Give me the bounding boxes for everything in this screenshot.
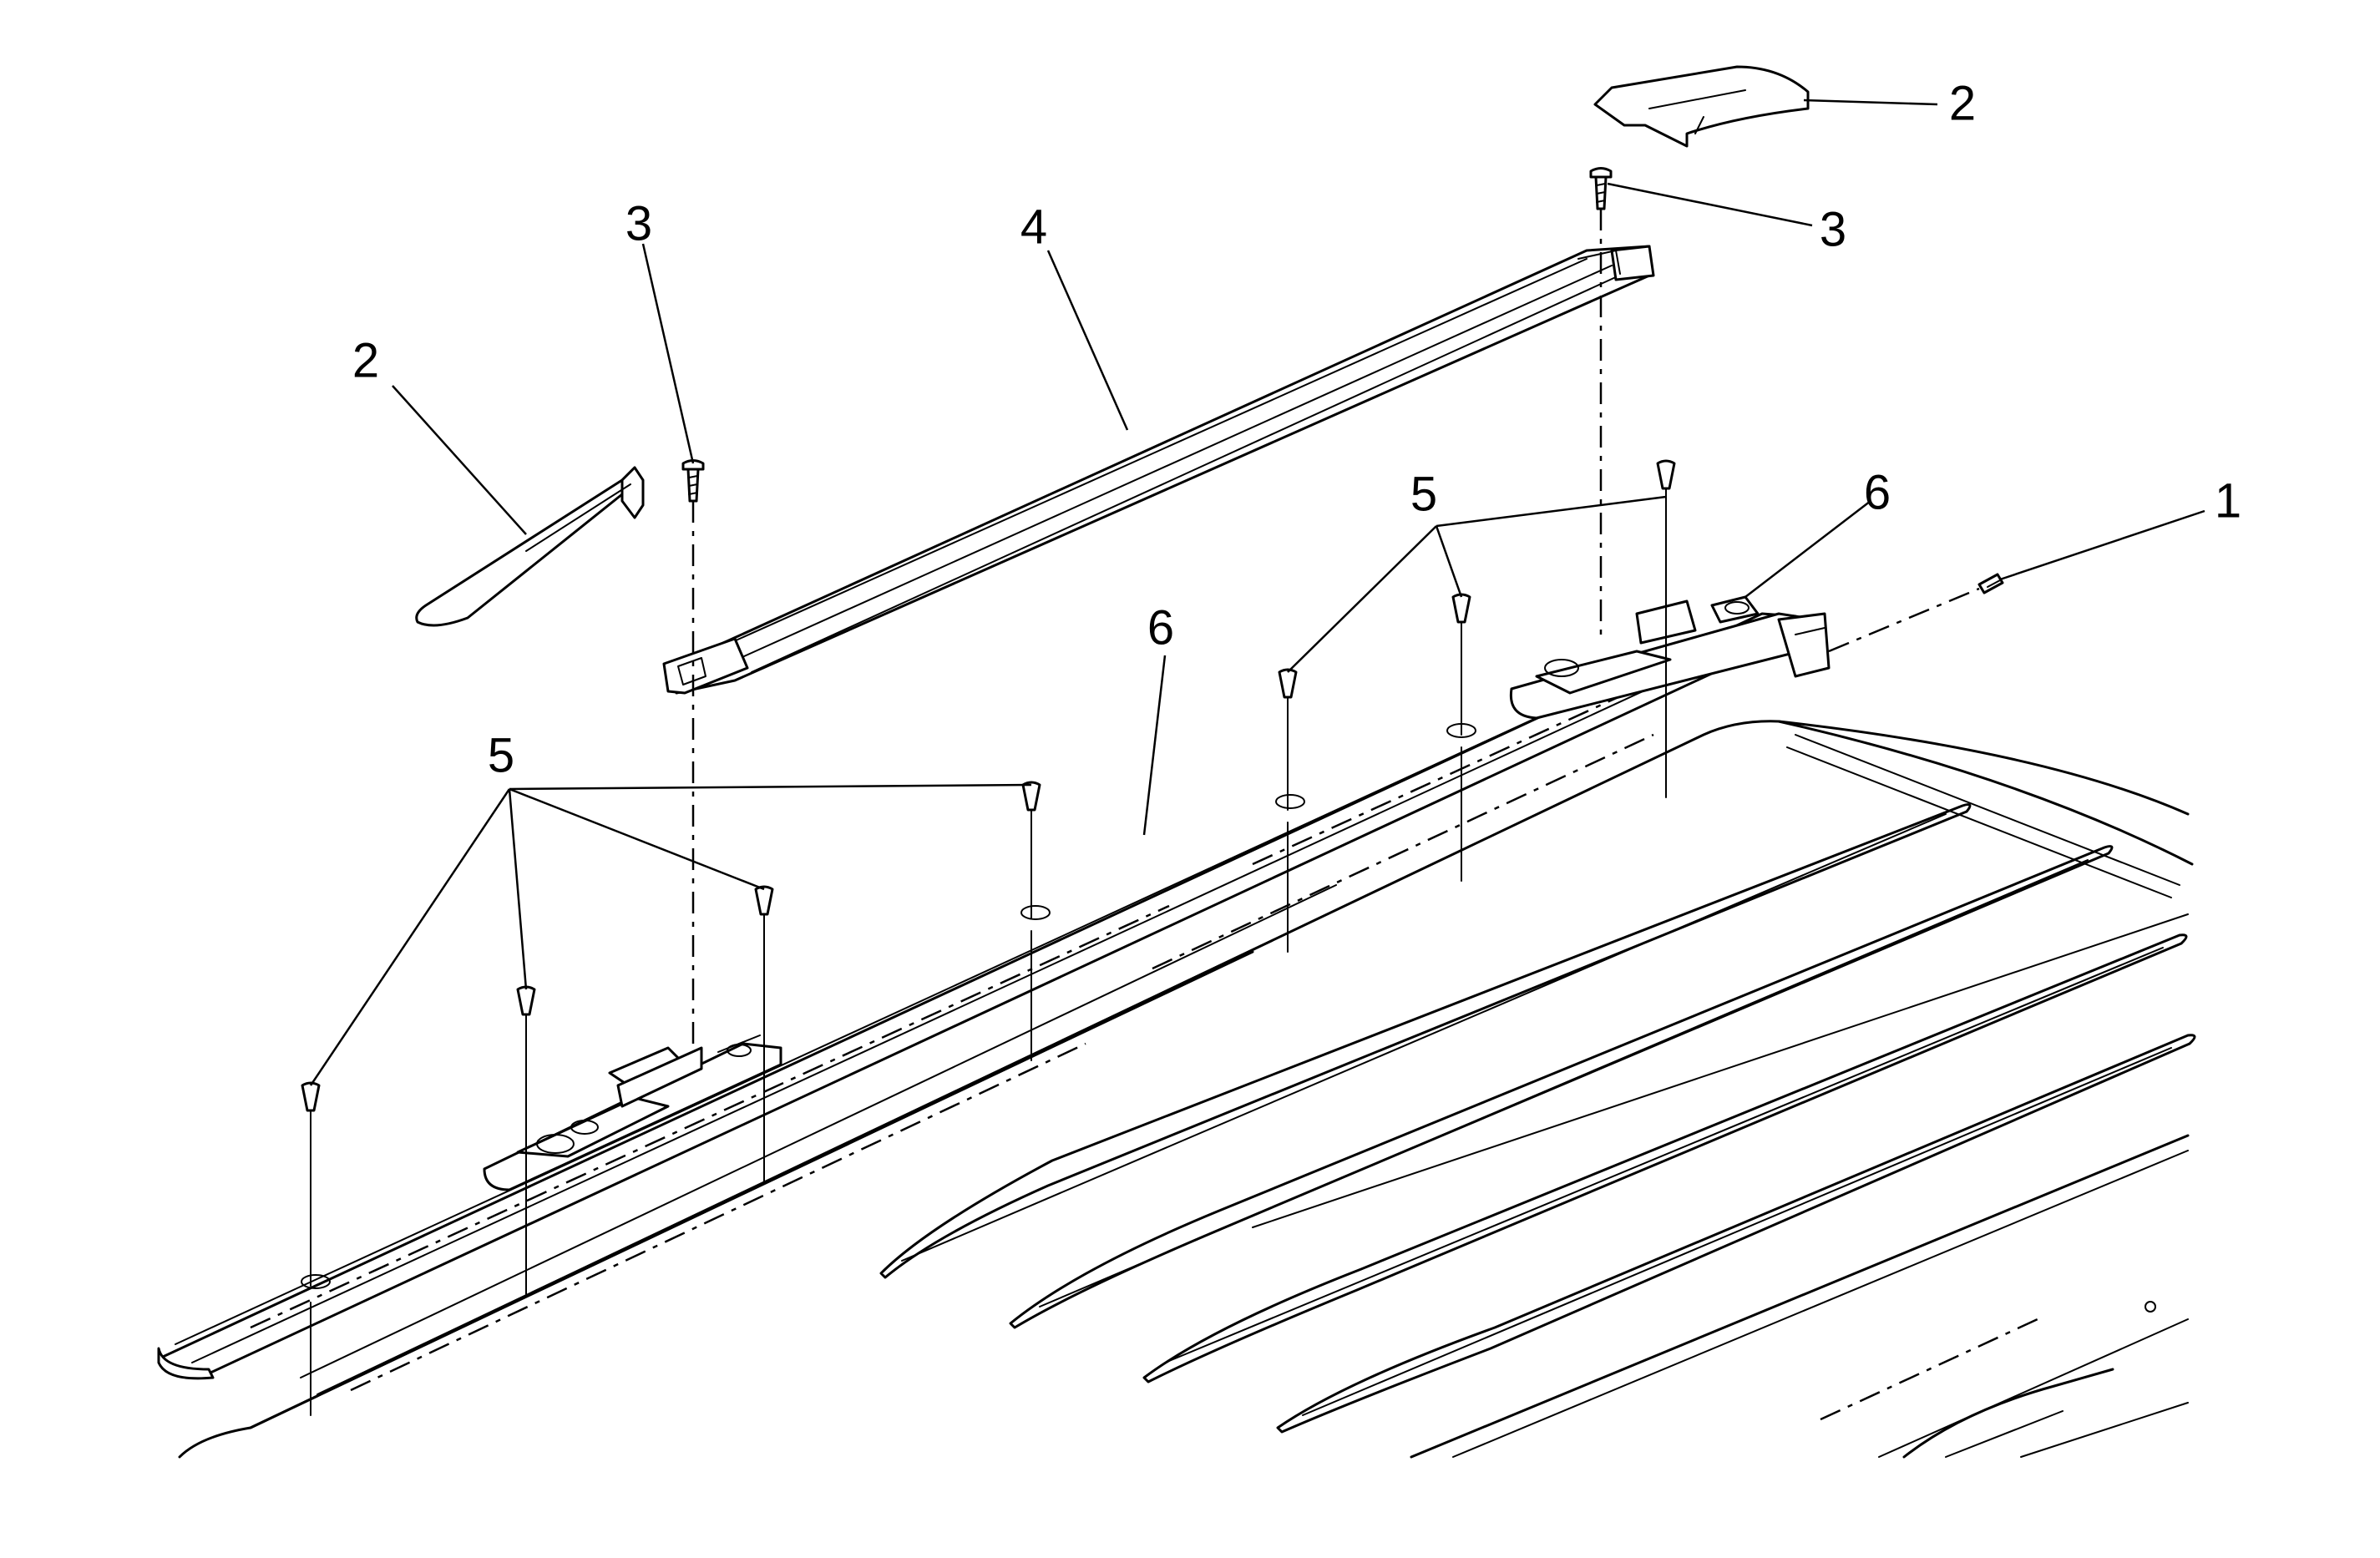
screw	[1656, 459, 1676, 490]
callout-labels: 1 2 2 3 3 4 5 5 6 6	[352, 77, 2241, 783]
callout-label-5-left: 5	[488, 729, 514, 783]
bolt-front	[681, 459, 705, 503]
screw	[1451, 593, 1471, 624]
screw-1	[1977, 573, 2004, 594]
leader-lines	[309, 99, 2205, 1086]
screw	[754, 885, 774, 916]
end-cover-front	[415, 466, 645, 627]
roof-rib-2	[1009, 845, 2189, 1329]
roof-rib-1	[879, 803, 1972, 1279]
callout-label-5-right: 5	[1410, 468, 1437, 522]
callout-label-2-right: 2	[1949, 77, 1976, 131]
side-rail	[662, 245, 1655, 695]
screw	[516, 985, 536, 1016]
roof-rib-4	[1276, 1034, 2196, 1434]
callout-label-3-right: 3	[1820, 203, 1846, 257]
bolt-rear	[1589, 167, 1613, 210]
mount-hole	[1020, 905, 1051, 920]
callout-label-6-right: 6	[1864, 466, 1891, 520]
installation-axes	[310, 209, 1980, 1416]
screw	[301, 1081, 321, 1112]
callout-label-1: 1	[2215, 474, 2241, 529]
roof-rib-5	[1410, 1134, 2190, 1459]
end-cover-rear	[1593, 65, 1810, 148]
left-base-pad	[483, 1034, 782, 1191]
screws	[301, 459, 2004, 1112]
roof-panel	[178, 720, 2196, 1459]
callout-label-6-middle: 6	[1147, 601, 1174, 655]
right-base-pad	[1509, 595, 1831, 720]
screw	[1021, 781, 1041, 812]
rail-base-assembly	[157, 595, 1831, 1380]
mount-hole	[301, 1274, 331, 1289]
roof-rib-3	[1142, 933, 2188, 1383]
screw	[1278, 668, 1298, 699]
mount-hole	[1275, 794, 1305, 809]
callout-label-4: 4	[1020, 200, 1047, 255]
callout-label-2-left: 2	[352, 334, 379, 388]
callout-label-3-left: 3	[625, 197, 652, 251]
